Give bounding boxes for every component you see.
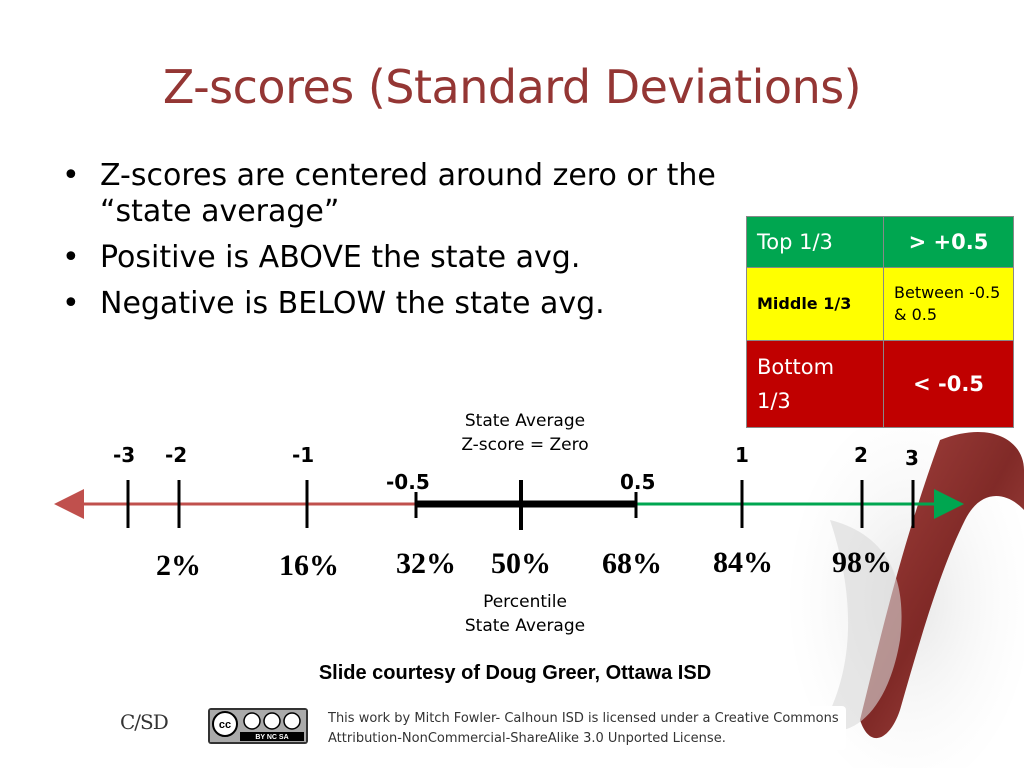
cisd-logo: C/SD [120, 710, 169, 734]
license-line1: This work by Mitch Fowler- Calhoun ISD i… [328, 711, 839, 726]
percentile-caption-line1: Percentile [483, 592, 567, 612]
legend-value-top: > +0.5 [883, 216, 1014, 268]
z-label-pos3: 3 [905, 446, 919, 470]
bullet-item: Z-scores are centered around zero or the… [62, 158, 740, 230]
slide-credit: Slide courtesy of Doug Greer, Ottawa ISD [318, 662, 712, 684]
legend-label-bottom: Bottom 1/3 [746, 340, 884, 428]
percentile-caption: Percentile State Average [420, 590, 630, 638]
state-average-label: State Average Z-score = Zero [420, 409, 630, 457]
z-label-neg3: -3 [113, 443, 136, 467]
percentile-16: 16% [279, 549, 339, 582]
legend-row-top: Top 1/3 > +0.5 [746, 216, 1014, 268]
z-label-pos0-5: 0.5 [620, 470, 656, 494]
legend-value-bottom: < -0.5 [883, 340, 1014, 428]
percentile-68: 68% [602, 547, 662, 580]
bullet-item: Positive is ABOVE the state avg. [62, 240, 742, 276]
decorative-swoosh [790, 410, 1024, 768]
svg-text:cc: cc [219, 719, 231, 731]
creative-commons-badge[interactable]: cc BY NC SA [208, 708, 308, 744]
z-label-neg0-5: -0.5 [386, 470, 430, 494]
legend-row-bottom: Bottom 1/3 < -0.5 [746, 340, 1014, 428]
license-text: This work by Mitch Fowler- Calhoun ISD i… [322, 706, 846, 750]
percentile-98: 98% [832, 546, 892, 579]
z-label-pos1: 1 [735, 443, 749, 467]
bullet-list: Z-scores are centered around zero or the… [62, 158, 742, 332]
percentile-caption-line2: State Average [464, 616, 586, 636]
legend-label-middle: Middle 1/3 [746, 267, 884, 341]
license-line2: Attribution-NonCommercial-ShareAlike 3.0… [328, 731, 726, 746]
state-average-line1: State Average [464, 411, 586, 431]
cc-badge-text: BY NC SA [255, 734, 288, 741]
percentile-2: 2% [156, 549, 201, 582]
cc-icon: cc BY NC SA [210, 710, 306, 742]
bullet-item: Negative is BELOW the state avg. [62, 286, 742, 322]
z-label-pos2: 2 [854, 443, 868, 467]
thirds-legend-table: Top 1/3 > +0.5 Middle 1/3 Between -0.5 &… [746, 216, 1014, 428]
state-average-line2: Z-score = Zero [461, 435, 589, 455]
slide-title: Z-scores (Standard Deviations) [162, 60, 862, 114]
legend-label-top: Top 1/3 [746, 216, 884, 268]
percentile-50: 50% [491, 547, 551, 580]
percentile-84: 84% [713, 546, 773, 579]
z-label-neg1: -1 [292, 443, 315, 467]
legend-value-middle: Between -0.5 & 0.5 [883, 267, 1014, 341]
z-label-neg2: -2 [165, 443, 188, 467]
percentile-32: 32% [396, 547, 456, 580]
legend-row-middle: Middle 1/3 Between -0.5 & 0.5 [746, 267, 1014, 341]
